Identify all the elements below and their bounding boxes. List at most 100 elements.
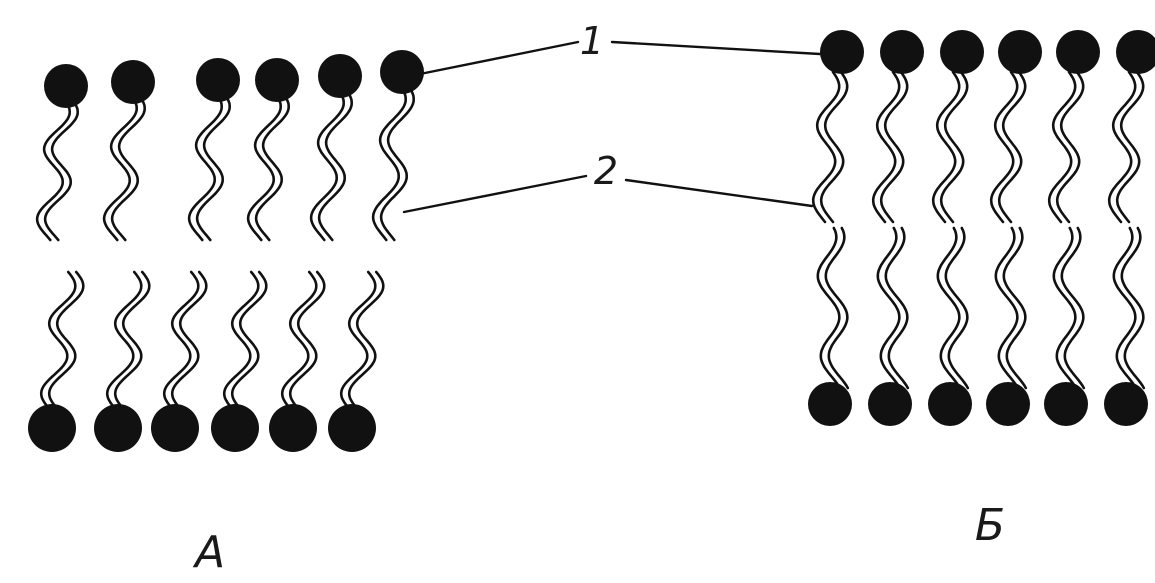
tail-strand <box>944 226 970 390</box>
tail-strand <box>254 92 291 242</box>
lipid-molecule <box>309 54 362 242</box>
tail-strand <box>105 270 143 414</box>
tail-strand <box>879 70 909 224</box>
tail-strand <box>824 226 850 390</box>
tail-strand <box>43 98 80 242</box>
polar-head <box>196 58 240 102</box>
label-2: 2 <box>594 149 618 193</box>
tail-strand <box>371 84 408 242</box>
polar-head <box>808 382 852 426</box>
tail-strand <box>1107 70 1137 224</box>
lipid-molecule <box>187 58 240 242</box>
polar-head <box>998 30 1042 74</box>
tail-strand <box>230 270 268 414</box>
tail-strand <box>339 270 377 414</box>
tail-strand <box>162 270 200 414</box>
tail-strand <box>1055 70 1085 224</box>
polar-head <box>940 30 984 74</box>
tail-strand <box>871 70 901 224</box>
tail-strand <box>39 270 77 414</box>
panel-label-b: Б <box>975 500 1005 551</box>
leader-line-1-left <box>418 40 580 76</box>
lipid-molecule <box>811 30 864 224</box>
polar-head <box>94 404 142 452</box>
tail-strand <box>989 70 1019 224</box>
lipid-molecule <box>211 270 268 452</box>
tail-strand <box>1115 70 1145 224</box>
polar-head <box>255 58 299 102</box>
tail-strand <box>994 226 1020 390</box>
polar-head <box>928 382 972 426</box>
tail-strand <box>288 270 326 414</box>
polar-head <box>1116 30 1155 74</box>
lipid-molecule <box>1047 30 1100 224</box>
tail-strand <box>110 94 147 242</box>
lipid-molecule <box>151 270 208 452</box>
tail-strand <box>379 84 416 242</box>
tail-strand <box>819 70 849 224</box>
leader-line-2-left <box>402 174 588 214</box>
polar-head <box>1056 30 1100 74</box>
leader-line-2-right <box>624 178 814 208</box>
polar-head <box>880 30 924 74</box>
tail-strand <box>35 98 72 242</box>
polar-head <box>318 54 362 98</box>
polar-head <box>986 382 1030 426</box>
tail-strand <box>811 70 841 224</box>
tail-strand <box>816 226 842 390</box>
tail-strand <box>280 270 318 414</box>
leader-line-1-right <box>610 40 822 56</box>
tail-strand <box>246 92 283 242</box>
tail-strand <box>997 70 1027 224</box>
polar-head <box>1044 382 1088 426</box>
panel-a-separated-monolayers <box>28 50 424 452</box>
tail-strand <box>47 270 85 414</box>
polar-head <box>111 60 155 104</box>
panel-b-bilayer <box>808 30 1155 426</box>
polar-head <box>28 404 76 452</box>
polar-head <box>328 404 376 452</box>
leader-lines <box>402 40 822 214</box>
lipid-molecule <box>102 60 155 242</box>
tail-strand <box>939 70 969 224</box>
tail-strand <box>876 226 902 390</box>
tail-strand <box>884 226 910 390</box>
label-1: 1 <box>580 19 604 63</box>
tail-strand <box>195 92 232 242</box>
lipid-molecule <box>28 270 85 452</box>
lipid-molecule <box>35 64 88 242</box>
tail-strand <box>1112 226 1138 390</box>
lipid-molecule <box>868 226 912 426</box>
polar-head <box>1104 382 1148 426</box>
tail-strand <box>222 270 260 414</box>
polar-head <box>151 404 199 452</box>
lipid-molecule <box>1044 226 1088 426</box>
lipid-molecule <box>931 30 984 224</box>
tail-strand <box>102 94 139 242</box>
panel-label-a: А <box>192 527 225 578</box>
tail-strand <box>936 226 962 390</box>
polar-head <box>44 64 88 108</box>
polar-head <box>380 50 424 94</box>
lipid-molecule <box>269 270 326 452</box>
tail-strand <box>113 270 151 414</box>
lipid-molecule <box>986 226 1030 426</box>
lipid-molecule <box>246 58 299 242</box>
polar-head <box>820 30 864 74</box>
tail-strand <box>1002 226 1028 390</box>
tail-strand <box>347 270 385 414</box>
tail-strand <box>1047 70 1077 224</box>
lipid-molecule <box>371 50 424 242</box>
tail-strand <box>1052 226 1078 390</box>
tail-strand <box>931 70 961 224</box>
polar-head <box>269 404 317 452</box>
polar-head <box>868 382 912 426</box>
lipid-molecule <box>989 30 1042 224</box>
tail-strand <box>187 92 224 242</box>
lipid-molecule <box>1104 226 1148 426</box>
lipid-molecule <box>94 270 151 452</box>
tail-strand <box>309 88 346 242</box>
polar-head <box>211 404 259 452</box>
lipid-molecule <box>328 270 385 452</box>
